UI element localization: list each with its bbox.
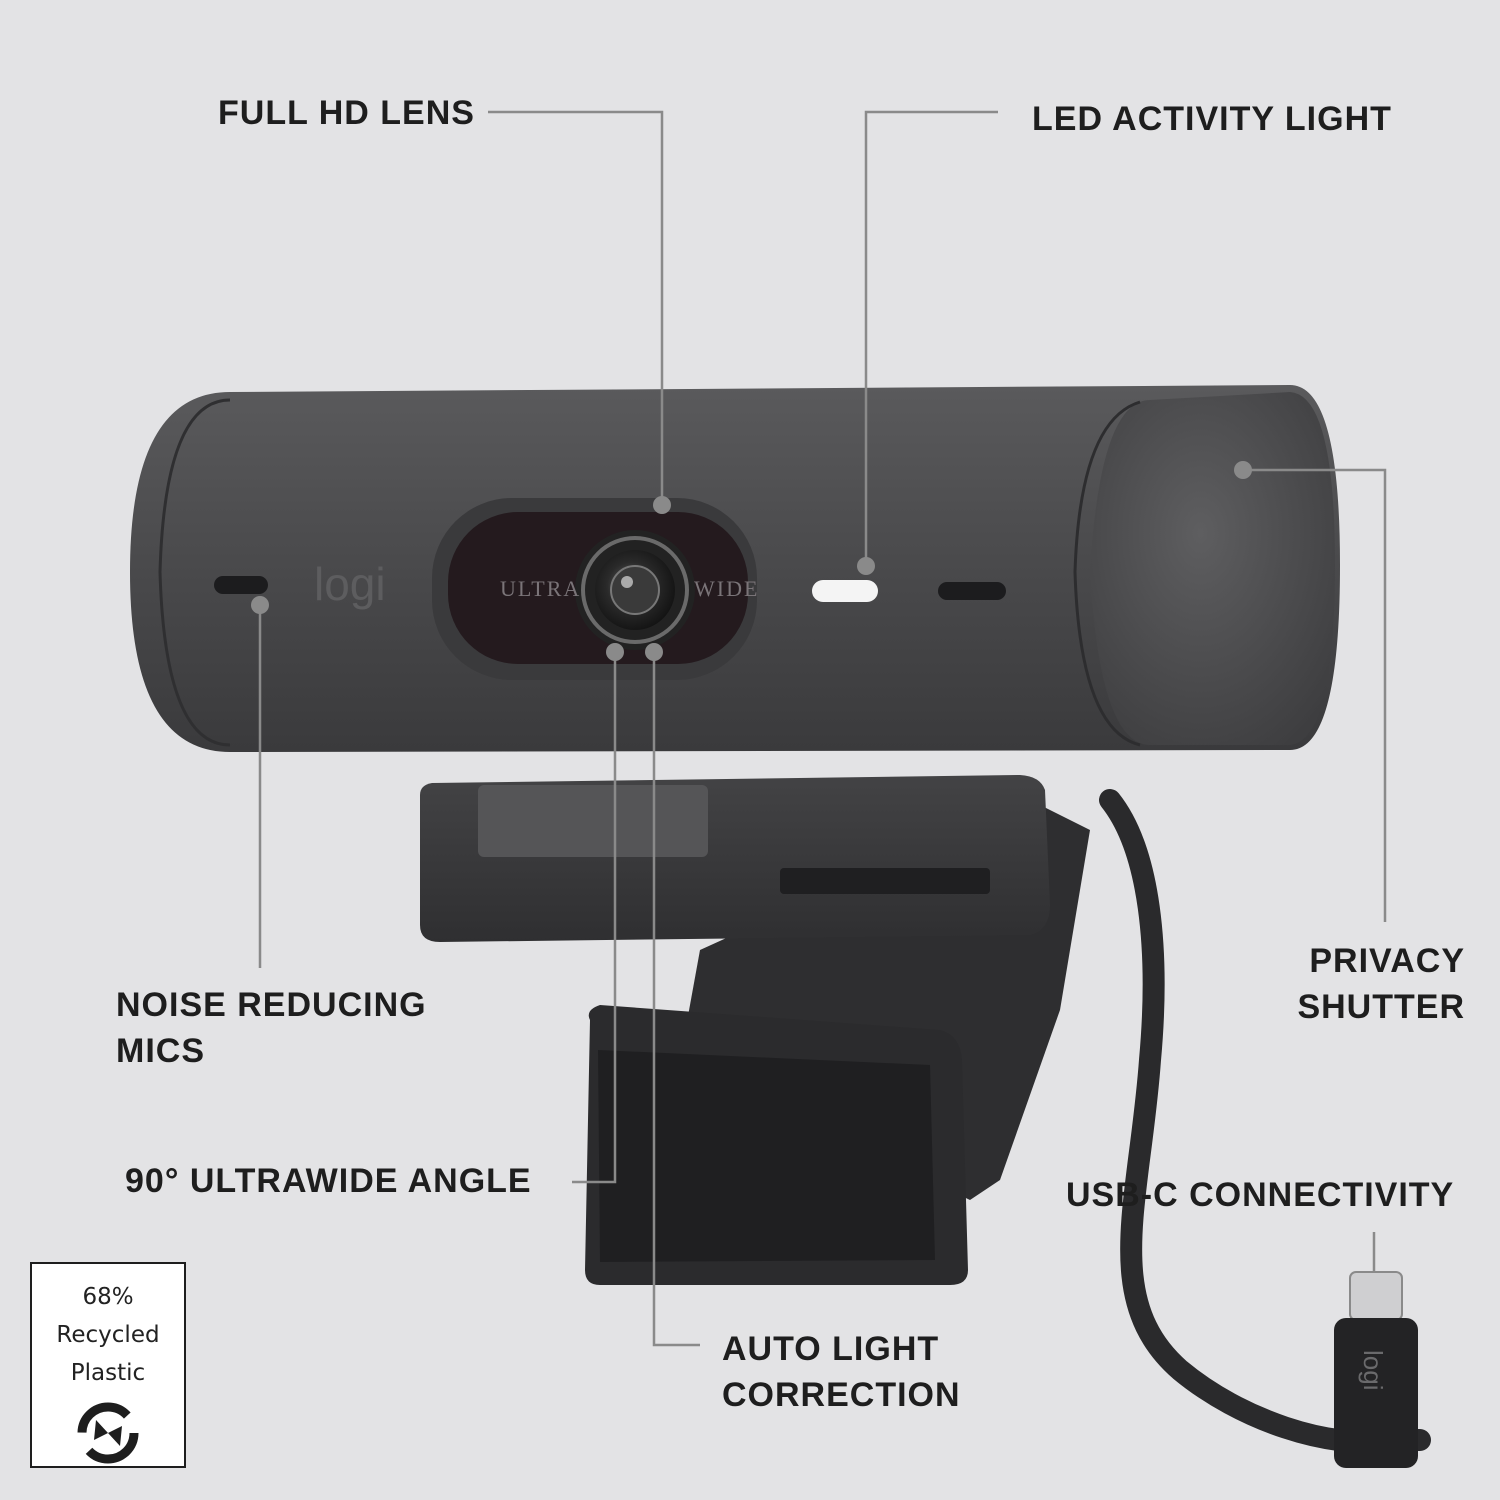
callout-noise-reducing-mics: NOISE REDUCING MICS: [116, 982, 427, 1074]
callout-led-activity-light: LED ACTIVITY LIGHT: [1032, 96, 1392, 142]
badge-percent: 68%: [82, 1284, 134, 1310]
callout-full-hd-lens: FULL HD LENS: [218, 90, 475, 136]
usb-cable: [1099, 789, 1431, 1453]
badge-plastic: Plastic: [70, 1360, 146, 1386]
callout-usb-c-connectivity: USB-C CONNECTIVITY: [1066, 1172, 1454, 1218]
mic-right: [938, 582, 1006, 600]
callout-led-activity-light-text: LED ACTIVITY LIGHT: [1032, 100, 1392, 138]
callout-privacy-shutter: PRIVACY SHUTTER: [1297, 938, 1465, 1030]
callout-usb-c-connectivity-text: USB-C CONNECTIVITY: [1066, 1176, 1455, 1214]
callout-auto-light-correction: AUTO LIGHT CORRECTION: [722, 1326, 961, 1418]
badge-recycled: Recycled: [56, 1322, 160, 1348]
callout-noise-reducing-mics-line1: NOISE REDUCING: [116, 986, 427, 1024]
recycle-icon: [77, 1402, 139, 1464]
callout-privacy-shutter-line1: PRIVACY: [1309, 942, 1465, 980]
callout-ultrawide-angle: 90° ULTRAWIDE ANGLE: [125, 1158, 532, 1204]
led-activity-light: [812, 580, 878, 602]
callout-ultrawide-angle-text: 90° ULTRAWIDE ANGLE: [125, 1162, 532, 1200]
mic-left: [214, 576, 268, 594]
callout-privacy-shutter-line2: SHUTTER: [1297, 988, 1465, 1026]
callout-auto-light-correction-line1: AUTO LIGHT: [722, 1330, 940, 1368]
callout-full-hd-lens-text: FULL HD LENS: [218, 94, 475, 132]
callout-lines: [258, 110, 1387, 1347]
recycled-plastic-badge: 68% Recycled Plastic: [30, 1262, 186, 1468]
usb-c-connector-icon: [1334, 1271, 1418, 1468]
privacy-shutter-cap: [1090, 392, 1335, 745]
callout-noise-reducing-mics-line2: MICS: [116, 1032, 205, 1070]
callout-auto-light-correction-line2: CORRECTION: [722, 1376, 961, 1414]
